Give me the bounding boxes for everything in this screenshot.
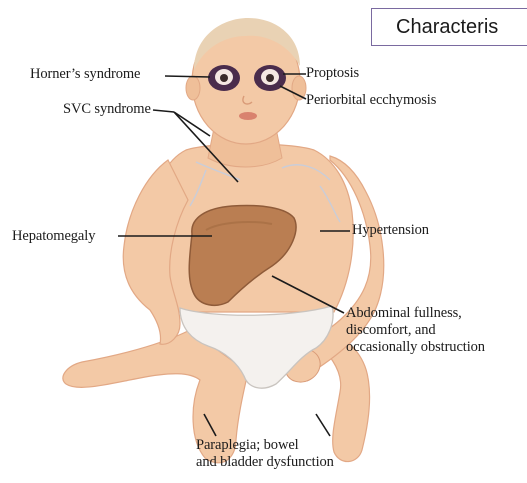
label-abdominal-line-2: discomfort, and xyxy=(346,322,485,339)
title-box: Characteris xyxy=(371,8,527,46)
label-abdominal-line-1: Abdominal fullness, xyxy=(346,305,485,322)
left-ear xyxy=(186,76,200,100)
label-paraplegia-line-1: Paraplegia; bowel xyxy=(196,437,334,454)
label-periorbital: Periorbital ecchymosis xyxy=(306,92,436,109)
left-pupil xyxy=(220,74,228,82)
label-abdominal-line-3: occasionally obstruction xyxy=(346,339,485,356)
label-abdominal: Abdominal fullness, discomfort, and occa… xyxy=(346,305,485,356)
mouth xyxy=(239,112,257,120)
label-paraplegia-line-2: and bladder dysfunction xyxy=(196,454,334,471)
leader-paraplegia-b xyxy=(316,414,330,436)
leader-svc-a xyxy=(153,110,174,112)
label-proptosis: Proptosis xyxy=(306,65,359,82)
title-text: Characteris xyxy=(396,16,498,38)
label-hepatomegaly: Hepatomegaly xyxy=(12,228,95,245)
right-pupil xyxy=(266,74,274,82)
label-horners: Horner’s syndrome xyxy=(30,66,140,83)
label-paraplegia: Paraplegia; bowel and bladder dysfunctio… xyxy=(196,437,334,471)
leader-horners xyxy=(165,76,210,77)
label-svc: SVC syndrome xyxy=(63,101,151,118)
label-hypertension: Hypertension xyxy=(352,222,429,239)
right-ear xyxy=(292,76,306,100)
